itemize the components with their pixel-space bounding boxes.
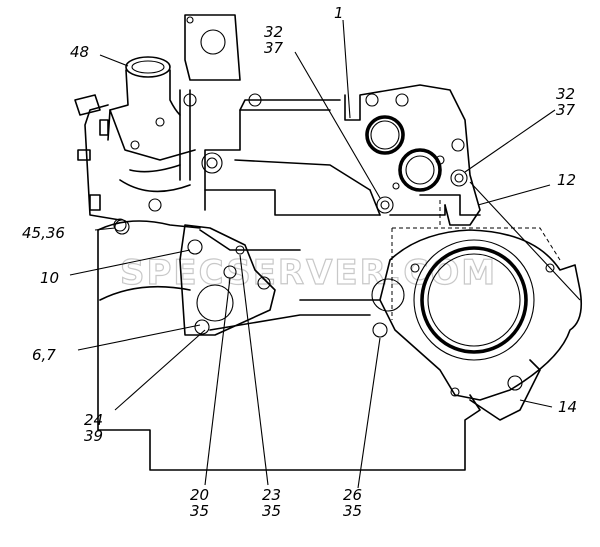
- label-35-b: 35: [262, 502, 281, 520]
- label-37-top-a: 37: [264, 39, 284, 57]
- label-35-c: 35: [343, 502, 362, 520]
- label-14: 14: [558, 398, 577, 416]
- label-32-top-b: 32: [556, 85, 575, 103]
- pump-bracket: [179, 224, 276, 336]
- lifting-bracket: [179, 14, 262, 181]
- label-26: 26: [343, 486, 362, 504]
- label-24: 24: [84, 411, 103, 429]
- label-48: 48: [70, 43, 89, 61]
- gear-housing: [371, 200, 583, 421]
- label-12: 12: [557, 171, 576, 189]
- thermostat-housing: [74, 56, 196, 232]
- label-37-top-b: 37: [556, 101, 576, 119]
- label-32-top-a: 32: [264, 23, 283, 41]
- bolts: [114, 169, 555, 397]
- label-39: 39: [84, 427, 103, 445]
- label-6-7: 6,7: [32, 346, 56, 364]
- label-35-a: 35: [190, 502, 209, 520]
- callout-labels: 1 32 37 48 32 37 12 45,36 10 6,7 14 24 3…: [22, 4, 577, 520]
- timing-cover: [344, 84, 481, 226]
- label-20: 20: [190, 486, 209, 504]
- leader-lines: [69, 19, 581, 489]
- label-45-36: 45,36: [22, 224, 65, 242]
- label-10: 10: [40, 269, 59, 287]
- label-1: 1: [334, 4, 344, 22]
- label-23: 23: [262, 486, 281, 504]
- engine-block: [97, 99, 481, 471]
